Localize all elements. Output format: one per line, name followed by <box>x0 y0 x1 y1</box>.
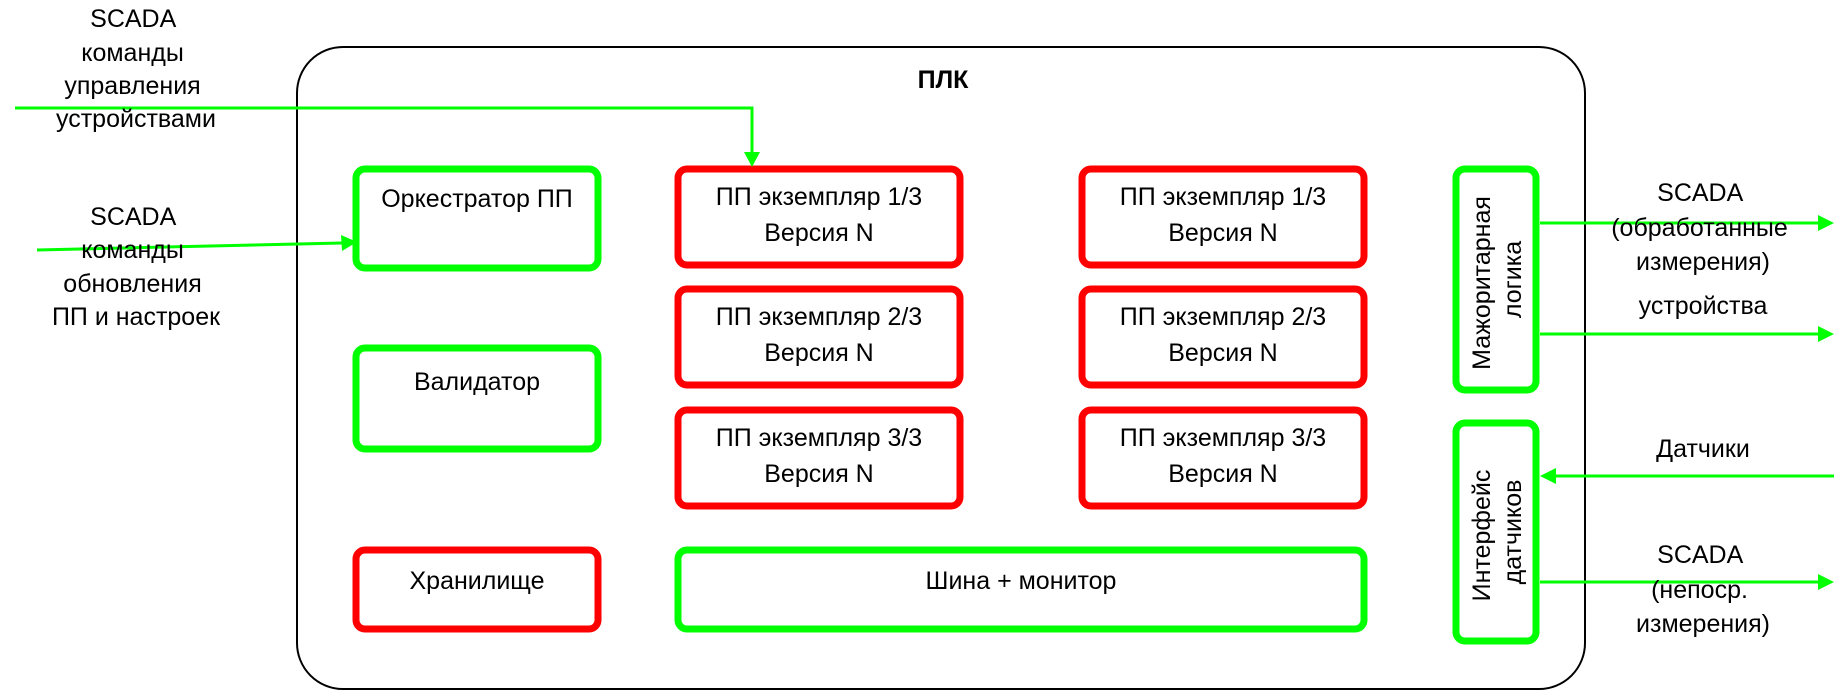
instance-block-6 <box>1078 406 1368 510</box>
validator-label: Валидатор <box>414 368 540 396</box>
validator-block <box>352 344 602 453</box>
instance-6-version: Версия N <box>1168 460 1278 488</box>
instance-block-1 <box>674 165 964 269</box>
instance-block-5 <box>1078 285 1368 389</box>
instance-1-version: Версия N <box>764 219 874 247</box>
instance-3-version: Версия N <box>764 460 874 488</box>
devices-arrow-icon <box>1818 326 1834 342</box>
device-commands-arrow-icon <box>744 152 760 167</box>
instance-4-title: ПП экземпляр 1/3 <box>1120 183 1326 211</box>
instance-block-4 <box>1078 165 1368 269</box>
plc-title: ПЛК <box>918 66 970 94</box>
sensor-interface-block <box>1452 419 1540 645</box>
instance-5-version: Версия N <box>1168 339 1278 367</box>
storage-block <box>352 546 602 633</box>
sensors-label: Датчики <box>1656 435 1750 463</box>
device-commands-wire <box>15 106 754 152</box>
bus-monitor-block <box>674 546 1368 633</box>
update-commands-wire <box>36 241 343 252</box>
scada-direct-label: SCADA (непоср. измерения) <box>1636 541 1770 638</box>
instance-4-version: Версия N <box>1168 219 1278 247</box>
sensor-interface-line-2: датчиков <box>1499 480 1527 585</box>
instance-block-3 <box>674 406 964 510</box>
instance-3-title: ПП экземпляр 3/3 <box>716 424 922 452</box>
sensor-interface-label: Интерфейс датчиков <box>1468 463 1527 602</box>
instance-block-2 <box>674 285 964 389</box>
instance-6-title: ПП экземпляр 3/3 <box>1120 424 1326 452</box>
instance-1-title: ПП экземпляр 1/3 <box>716 183 922 211</box>
majority-logic-label: Мажоритарная логика <box>1468 189 1527 370</box>
bus-monitor-label: Шина + монитор <box>926 567 1117 595</box>
instance-2-version: Версия N <box>764 339 874 367</box>
instance-2-title: ПП экземпляр 2/3 <box>716 303 922 331</box>
scada-processed-label: SCADA (обработанные измерения) <box>1611 179 1795 276</box>
sensor-interface-line-1: Интерфейс <box>1468 470 1496 602</box>
majority-logic-line-2: логика <box>1499 241 1527 318</box>
devices-label: устройства <box>1639 292 1768 320</box>
orchestrator-label: Оркестратор ПП <box>381 185 573 213</box>
scada-device-commands-label: SCADA команды управления устройствами <box>56 5 216 133</box>
majority-logic-line-1: Мажоритарная <box>1468 196 1496 370</box>
scada-update-commands-label: SCADA команды обновления ПП и настроек <box>52 203 221 331</box>
storage-label: Хранилище <box>410 567 545 595</box>
instance-5-title: ПП экземпляр 2/3 <box>1120 303 1326 331</box>
scada-direct-arrow-icon <box>1818 574 1834 590</box>
update-commands-arrow-icon <box>341 235 357 251</box>
scada-processed-arrow-icon <box>1818 215 1834 231</box>
majority-logic-block <box>1452 165 1540 394</box>
sensors-arrow-icon <box>1540 468 1556 484</box>
orchestrator-block <box>352 165 602 272</box>
